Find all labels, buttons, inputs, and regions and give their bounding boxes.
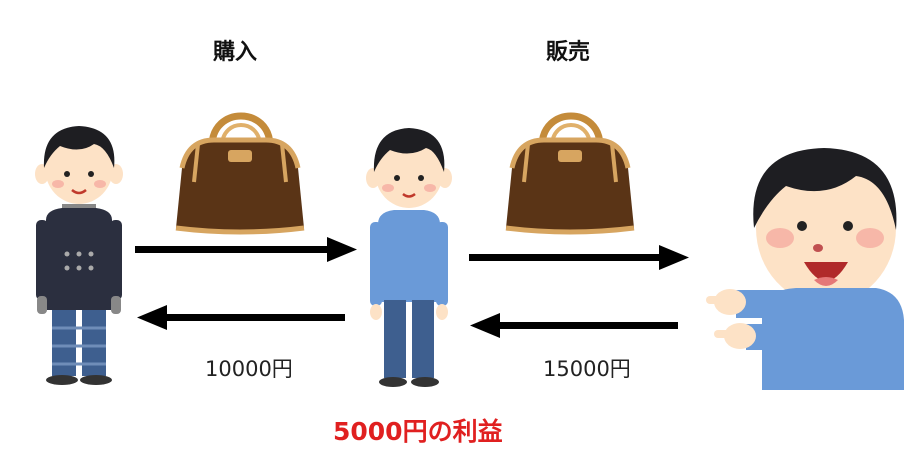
reseller-person-icon	[366, 128, 452, 387]
handbag-icon	[505, 112, 635, 235]
purchase-label: 購入	[213, 40, 258, 65]
buy-payment-arrow	[137, 305, 345, 330]
purchase-goods-arrow	[135, 237, 357, 262]
sell-price-label: 15000円	[543, 357, 631, 381]
handbag-icon	[175, 112, 305, 235]
sale-payment-arrow	[470, 313, 678, 338]
buy-price-label: 10000円	[205, 357, 293, 381]
sale-label: 販売	[546, 40, 591, 65]
buyer-person-icon	[706, 148, 904, 390]
sale-goods-arrow	[469, 245, 689, 270]
seller-person-icon	[35, 126, 123, 385]
profit-label: 5000円の利益	[333, 417, 503, 446]
